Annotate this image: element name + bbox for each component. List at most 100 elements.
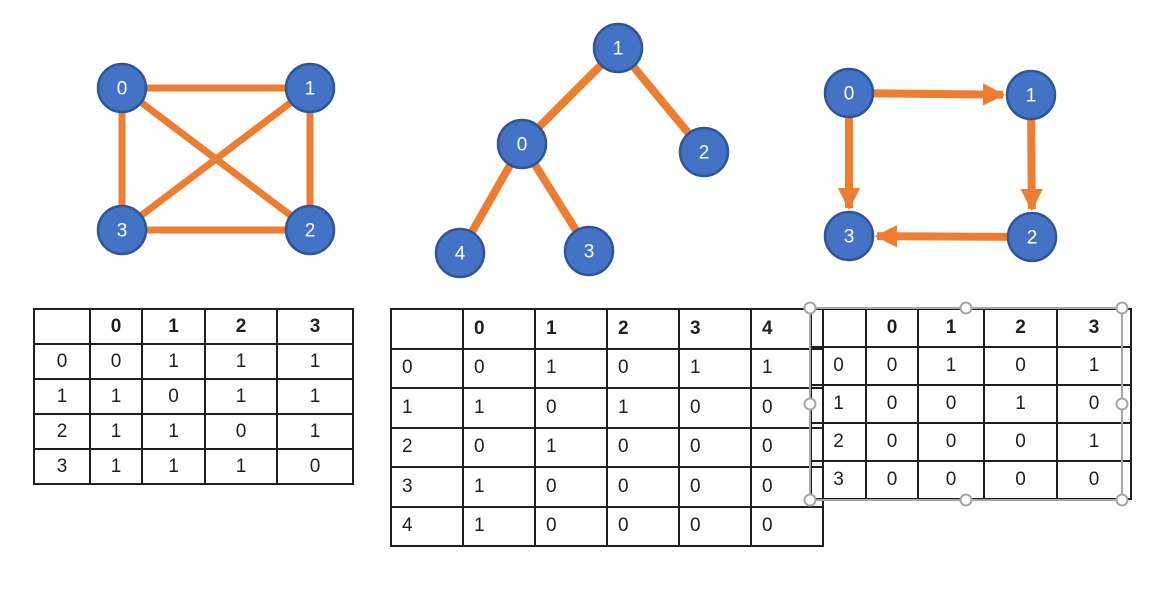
matrix-cell[interactable]: 1	[141, 343, 206, 380]
matrix-cell[interactable]: 0	[462, 347, 536, 389]
column-header-1[interactable]: 1	[141, 308, 206, 345]
row-header-1[interactable]: 1	[390, 387, 464, 429]
matrix-cell[interactable]: 0	[534, 387, 608, 429]
matrix-cell[interactable]: 0	[865, 422, 919, 462]
matrix-cell[interactable]: 1	[534, 426, 608, 468]
resize-handle-e[interactable]	[1115, 397, 1129, 411]
matrix-cell[interactable]: 0	[678, 426, 752, 468]
matrix-cell[interactable]: 0	[917, 460, 985, 500]
matrix-cell[interactable]: 1	[141, 413, 206, 450]
resize-handle-nw[interactable]	[803, 301, 817, 315]
matrix-cell[interactable]: 0	[917, 384, 985, 424]
matrix-cell[interactable]: 0	[606, 347, 680, 389]
row-header-0[interactable]: 0	[33, 343, 91, 380]
column-header-2[interactable]: 2	[606, 308, 680, 350]
matrix-cell[interactable]: 0	[606, 426, 680, 468]
column-header-3[interactable]: 3	[678, 308, 752, 350]
matrix-cell[interactable]: 0	[983, 422, 1058, 462]
matrix-cell[interactable]: 0	[141, 378, 206, 415]
resize-handle-ne[interactable]	[1115, 301, 1129, 315]
matrix-cell[interactable]: 0	[983, 460, 1058, 500]
matrix-cell[interactable]: 1	[1056, 422, 1132, 462]
matrix-cell[interactable]: 0	[1056, 460, 1132, 500]
column-header-0[interactable]: 0	[89, 308, 143, 345]
matrix-cell[interactable]: 1	[89, 448, 143, 485]
matrix-cell[interactable]: 0	[678, 387, 752, 429]
graph-directed-cycle-node-0[interactable]	[823, 67, 875, 119]
column-header-0[interactable]: 0	[865, 308, 919, 348]
matrix-cell[interactable]: 1	[204, 343, 278, 380]
matrix-cell[interactable]: 0	[865, 460, 919, 500]
column-header-2[interactable]: 2	[204, 308, 278, 345]
resize-handle-w[interactable]	[803, 397, 817, 411]
column-header-2[interactable]: 2	[983, 308, 1058, 348]
resize-handle-s[interactable]	[959, 493, 973, 507]
resize-handle-n[interactable]	[959, 301, 973, 315]
row-header-1[interactable]: 1	[33, 378, 91, 415]
column-header-0[interactable]: 0	[462, 308, 536, 350]
row-header-2[interactable]: 2	[33, 413, 91, 450]
matrix-cell[interactable]: 0	[534, 505, 608, 547]
matrix-cell[interactable]: 1	[534, 347, 608, 389]
matrix-cell[interactable]: 1	[204, 378, 278, 415]
row-header-2[interactable]: 2	[390, 426, 464, 468]
column-header-1[interactable]: 1	[534, 308, 608, 350]
arrow-0-1[interactable]	[848, 83, 1006, 106]
matrix-cell[interactable]: 0	[983, 346, 1058, 386]
graph-complete-k4-node-0[interactable]	[96, 62, 148, 114]
matrix-cell[interactable]: 0	[750, 505, 824, 547]
column-header-1[interactable]: 1	[917, 308, 985, 348]
graph-directed-cycle-node-1[interactable]	[1005, 69, 1057, 121]
matrix-cell[interactable]: 0	[89, 343, 143, 380]
graph-tree-node-2[interactable]	[678, 126, 730, 178]
matrix-cell[interactable]: 1	[678, 347, 752, 389]
graph-complete-k4-node-1[interactable]	[284, 62, 336, 114]
matrix-cell[interactable]: 1	[141, 448, 206, 485]
matrix-cell[interactable]: 1	[204, 448, 278, 485]
matrix-cell[interactable]: 0	[865, 346, 919, 386]
row-header-2[interactable]: 2	[810, 422, 867, 462]
arrow-2-3[interactable]	[874, 225, 1033, 248]
graph-directed-cycle-node-2[interactable]	[1006, 211, 1058, 263]
matrix-cell[interactable]: 1	[462, 505, 536, 547]
graph-tree-node-1[interactable]	[592, 22, 644, 74]
edge-1-3[interactable]	[119, 85, 313, 233]
row-header-3[interactable]: 3	[810, 460, 867, 500]
matrix-cell[interactable]: 1	[276, 343, 354, 380]
matrix-cell[interactable]: 1	[462, 466, 536, 508]
graph-tree-node-4[interactable]	[434, 227, 486, 279]
matrix-cell[interactable]: 1	[983, 384, 1058, 424]
matrix-cell[interactable]: 1	[89, 378, 143, 415]
matrix-cell[interactable]: 1	[1056, 346, 1132, 386]
graph-tree-node-3[interactable]	[563, 225, 615, 277]
graph-directed-cycle-node-3[interactable]	[823, 210, 875, 262]
row-header-0[interactable]: 0	[810, 346, 867, 386]
matrix-cell[interactable]: 0	[865, 384, 919, 424]
matrix-cell[interactable]: 0	[534, 466, 608, 508]
resize-handle-sw[interactable]	[803, 493, 817, 507]
corner-cell[interactable]	[810, 308, 867, 348]
corner-cell[interactable]	[390, 308, 464, 350]
matrix-cell[interactable]: 0	[606, 466, 680, 508]
matrix-cell[interactable]: 0	[606, 505, 680, 547]
matrix-cell[interactable]: 0	[204, 413, 278, 450]
matrix-cell[interactable]: 0	[276, 448, 354, 485]
matrix-cell[interactable]: 1	[276, 378, 354, 415]
matrix-cell[interactable]: 0	[678, 466, 752, 508]
graph-tree-node-0[interactable]	[496, 118, 548, 170]
corner-cell[interactable]	[33, 308, 91, 345]
row-header-3[interactable]: 3	[33, 448, 91, 485]
row-header-0[interactable]: 0	[390, 347, 464, 389]
matrix-cell[interactable]: 1	[917, 346, 985, 386]
matrix-cell[interactable]: 0	[678, 505, 752, 547]
row-header-1[interactable]: 1	[810, 384, 867, 424]
column-header-3[interactable]: 3	[276, 308, 354, 345]
matrix-cell[interactable]: 0	[462, 426, 536, 468]
matrix-cell[interactable]: 1	[462, 387, 536, 429]
row-header-4[interactable]: 4	[390, 505, 464, 547]
